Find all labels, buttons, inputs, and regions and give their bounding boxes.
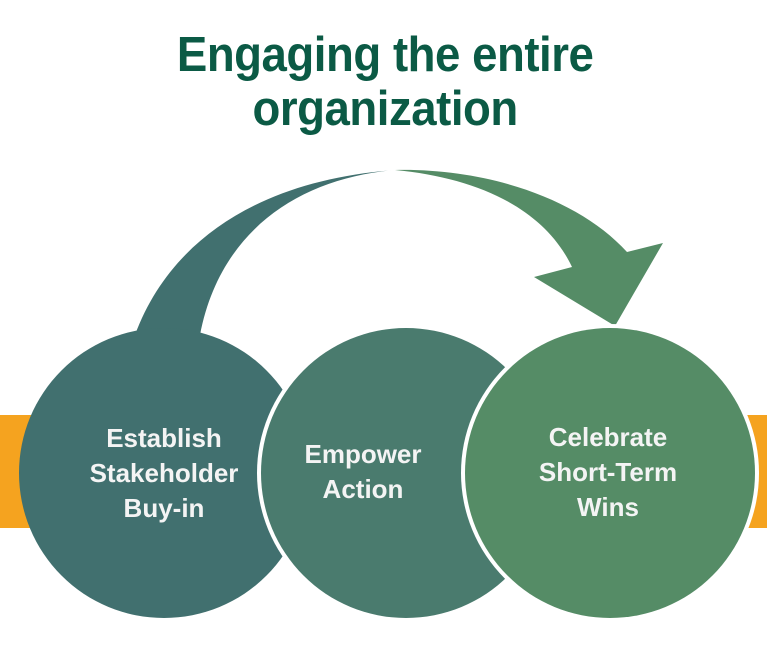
step-1-line-2: Stakeholder (89, 458, 239, 488)
title-line-1: Engaging the entire (176, 28, 594, 82)
step-1-line-3: Buy-in (123, 493, 205, 523)
step-2-line-2: Action (322, 474, 404, 504)
step-label-3: Celebrate Short-Term Wins (498, 420, 718, 525)
step-circle-1 (19, 328, 309, 618)
step-circle-2 (261, 328, 551, 618)
step-label-1: Establish Stakeholder Buy-in (54, 421, 274, 526)
curved-arrow-icon (135, 170, 395, 335)
step-label-2: Empower Action (253, 437, 473, 507)
page-title: Engaging the entire organization (28, 28, 741, 136)
step-3-line-3: Wins (577, 492, 639, 522)
step-1-line-1: Establish (106, 423, 222, 453)
step-3-line-2: Short-Term (538, 457, 678, 487)
curved-arrow-head-icon (395, 169, 663, 326)
step-3-line-1: Celebrate (548, 422, 668, 452)
step-circle-3 (465, 328, 755, 618)
step-2-line-1: Empower (304, 439, 422, 469)
title-line-2: organization (252, 82, 518, 136)
